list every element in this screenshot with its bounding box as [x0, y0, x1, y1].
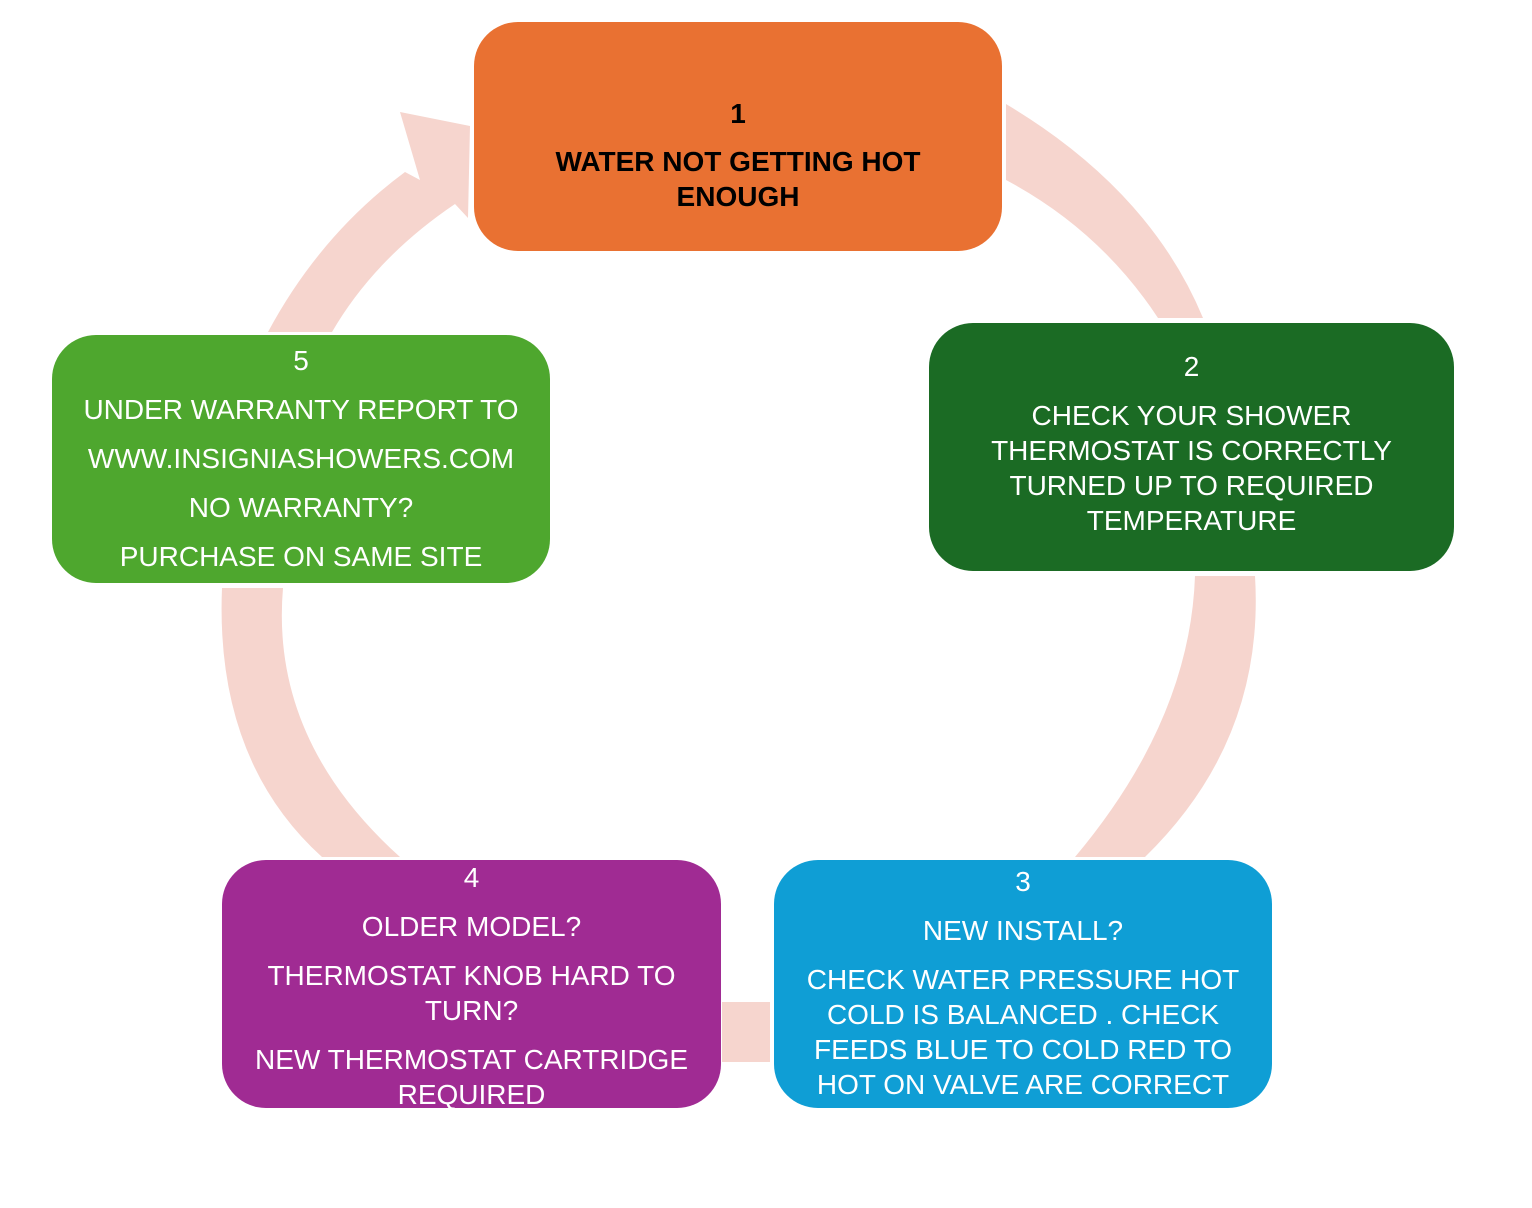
- step-4-knob-text: THERMOSTAT KNOB HARD TO TURN?: [267, 960, 676, 1026]
- step-3-number: 3: [1015, 866, 1031, 897]
- ring-segment-1-2: [1006, 104, 1203, 318]
- step-5-no-warranty-text: NO WARRANTY?: [188, 492, 414, 523]
- step-5-warranty-text: UNDER WARRANTY REPORT TO: [83, 394, 519, 425]
- step-1-box: 1 WATER NOT GETTING HOT ENOUGH: [474, 22, 1002, 251]
- ring-segment-4-5: [221, 588, 400, 857]
- step-3-text: CHECK WATER PRESSURE HOT COLD IS BALANCE…: [806, 964, 1240, 1100]
- ring-segment-2-3: [1075, 576, 1256, 857]
- step-1-text: WATER NOT GETTING HOT ENOUGH: [555, 146, 921, 212]
- step-4-cartridge-text: NEW THERMOSTAT CARTRIDGE REQUIRED: [255, 1044, 688, 1110]
- step-3-box: 3 NEW INSTALL? CHECK WATER PRESSURE HOT …: [774, 860, 1272, 1108]
- step-5-number: 5: [293, 345, 309, 376]
- step-5-website-link[interactable]: WWW.INSIGNIASHOWERS.COM: [87, 443, 515, 474]
- step-1-number: 1: [730, 98, 746, 129]
- step-2-text: CHECK YOUR SHOWER THERMOSTAT IS CORRECTL…: [991, 400, 1392, 536]
- step-4-question: OLDER MODEL?: [361, 911, 582, 942]
- ring-segment-5-1: [268, 112, 470, 332]
- step-2-number: 2: [1183, 351, 1200, 382]
- step-5-purchase-text: PURCHASE ON SAME SITE: [119, 541, 483, 572]
- step-4-box: 4 OLDER MODEL? THERMOSTAT KNOB HARD TO T…: [222, 860, 721, 1110]
- ring-segment-3-4: [722, 1002, 770, 1062]
- step-5-box: 5 UNDER WARRANTY REPORT TO WWW.INSIGNIAS…: [52, 335, 550, 583]
- step-4-number: 4: [463, 862, 480, 893]
- step-2-box: 2 CHECK YOUR SHOWER THERMOSTAT IS CORREC…: [929, 323, 1454, 571]
- step-3-question: NEW INSTALL?: [922, 915, 1124, 946]
